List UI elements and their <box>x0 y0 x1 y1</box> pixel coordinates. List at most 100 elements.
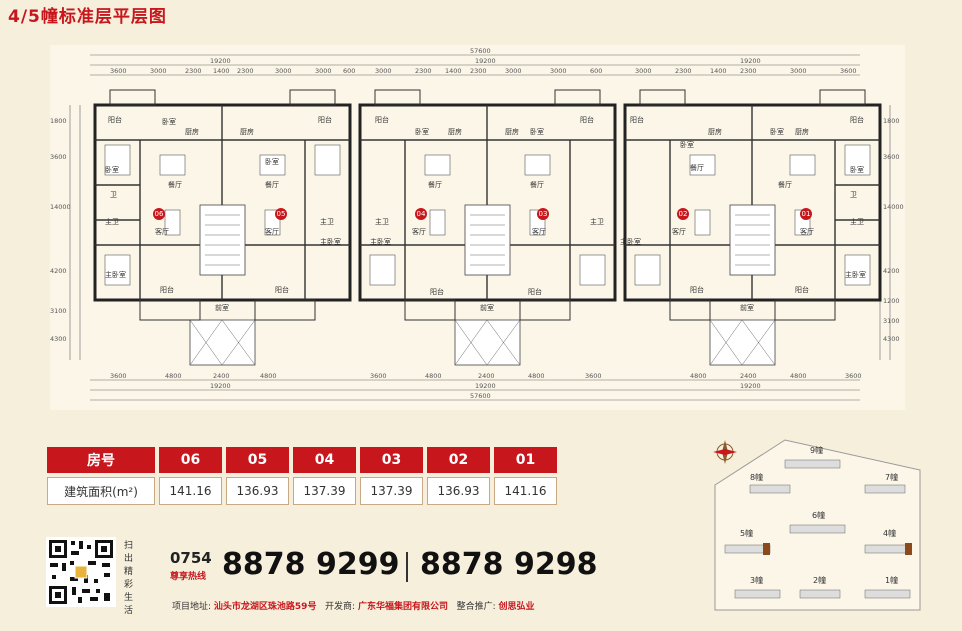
table-header-cell: 06 <box>159 447 222 473</box>
dim-bottom: 3600 <box>110 372 127 380</box>
dim-detail: 1400 <box>710 67 727 75</box>
room-label: 主卫 <box>105 218 119 226</box>
room-label: 餐厅 <box>690 164 704 172</box>
dim-left: 4300 <box>50 335 67 343</box>
dim-half: 19200 <box>740 57 761 65</box>
table-header-row: 房号 06 05 04 03 02 01 <box>47 447 562 473</box>
room-label: 主卧室 <box>620 238 641 246</box>
hotline-label: 尊享热线 <box>170 572 207 582</box>
dim-detail: 3600 <box>110 67 127 75</box>
unit-badge-06: 06 <box>153 208 165 220</box>
room-label: 阳台 <box>275 286 289 294</box>
dim-detail: 2300 <box>470 67 487 75</box>
dim-bottom: 4800 <box>425 372 442 380</box>
site-map: 9幢 8幢 7幢 6幢 5幢 4幢 3幢 2幢 1幢 <box>705 430 930 615</box>
dim-right: 14000 <box>883 203 904 211</box>
building-label-9: 9幢 <box>810 446 824 455</box>
table-cell: 136.93 <box>226 477 289 505</box>
building-label-3: 3幢 <box>750 576 764 585</box>
room-label: 卧室 <box>680 141 694 149</box>
room-label: 主卧室 <box>845 271 866 279</box>
room-label: 卧室 <box>162 118 176 126</box>
area-table: 房号 06 05 04 03 02 01 建筑面积(m²) 141.16 136… <box>47 447 562 509</box>
dim-bottom: 4800 <box>528 372 545 380</box>
room-label: 客厅 <box>265 228 279 236</box>
dim-half-bottom: 19200 <box>210 382 231 390</box>
dim-detail: 2300 <box>185 67 202 75</box>
dim-detail: 2300 <box>237 67 254 75</box>
unit-badge-04: 04 <box>415 208 427 220</box>
room-label: 主卫 <box>590 218 604 226</box>
dim-detail: 3600 <box>840 67 857 75</box>
dim-bottom: 3600 <box>845 372 862 380</box>
unit-badge-05: 05 <box>275 208 287 220</box>
building-label-8: 8幢 <box>750 473 764 482</box>
building-label-2: 2幢 <box>813 576 827 585</box>
dim-detail: 3000 <box>635 67 652 75</box>
room-label: 前室 <box>740 304 754 312</box>
dim-bottom: 2400 <box>740 372 757 380</box>
room-label: 阳台 <box>528 288 542 296</box>
room-label: 卧室 <box>415 128 429 136</box>
dim-bottom: 2400 <box>478 372 495 380</box>
dim-detail: 3000 <box>550 67 567 75</box>
room-label: 厨房 <box>240 128 254 136</box>
floor-plan-drawing <box>69 54 891 401</box>
dim-half-bottom: 19200 <box>740 382 761 390</box>
room-label: 阳台 <box>690 286 704 294</box>
qr-code <box>46 537 116 607</box>
room-label: 卧室 <box>850 166 864 174</box>
dim-detail: 1400 <box>213 67 230 75</box>
room-label: 阳台 <box>430 288 444 296</box>
room-label: 客厅 <box>800 228 814 236</box>
phone-area-code: 0754 <box>170 549 212 567</box>
dim-half-bottom: 19200 <box>475 382 496 390</box>
dim-detail: 3000 <box>375 67 392 75</box>
room-label: 阳台 <box>318 116 332 124</box>
dim-left: 14000 <box>50 203 71 211</box>
phone-separator <box>406 552 408 582</box>
dim-detail: 3000 <box>790 67 807 75</box>
unit-badge-02: 02 <box>677 208 689 220</box>
room-label: 厨房 <box>185 128 199 136</box>
room-label: 主卫 <box>850 218 864 226</box>
dim-total-top: 57600 <box>470 47 491 55</box>
room-label: 厨房 <box>448 128 462 136</box>
dim-detail: 2300 <box>740 67 757 75</box>
room-label: 主卫 <box>375 218 389 226</box>
room-label: 主卧室 <box>320 238 341 246</box>
compass-icon <box>713 440 737 464</box>
dim-right: 3600 <box>883 153 900 161</box>
room-label: 阳台 <box>795 286 809 294</box>
room-label: 餐厅 <box>265 181 279 189</box>
building-label-1: 1幢 <box>885 576 899 585</box>
room-label: 客厅 <box>155 228 169 236</box>
room-label: 客厅 <box>412 228 426 236</box>
phone-number-1: 8878 9299 <box>222 547 400 582</box>
room-label: 主卫 <box>320 218 334 226</box>
qr-caption: 扫出精彩生活 <box>124 541 134 616</box>
floor-plan: 06 05 04 03 02 01 阳台 卧室 厨房 卧室 餐厅 卫 主卫 客厅… <box>50 45 905 410</box>
room-label: 厨房 <box>505 128 519 136</box>
dim-detail: 1400 <box>445 67 462 75</box>
room-label: 客厅 <box>532 228 546 236</box>
room-label: 餐厅 <box>530 181 544 189</box>
table-header-label: 房号 <box>47 447 155 473</box>
table-cell: 141.16 <box>159 477 222 505</box>
dim-total-bottom: 57600 <box>470 392 491 400</box>
dim-right: 4200 <box>883 267 900 275</box>
table-row: 建筑面积(m²) 141.16 136.93 137.39 137.39 136… <box>47 477 562 505</box>
room-label: 卧室 <box>265 158 279 166</box>
table-header-cell: 05 <box>226 447 289 473</box>
dim-right: 4300 <box>883 335 900 343</box>
footer-info: 项目地址: 汕头市龙湖区珠池路59号 开发商: 广东华福集团有限公司 整合推广:… <box>172 599 535 612</box>
room-label: 卧室 <box>530 128 544 136</box>
agency-label: 整合推广: <box>456 602 496 612</box>
building-label-7: 7幢 <box>885 473 899 482</box>
site-map-drawing <box>713 439 921 611</box>
building-label-4: 4幢 <box>883 529 897 538</box>
room-label: 厨房 <box>795 128 809 136</box>
dim-half: 19200 <box>475 57 496 65</box>
dim-bottom: 4800 <box>165 372 182 380</box>
dim-bottom: 4800 <box>260 372 277 380</box>
